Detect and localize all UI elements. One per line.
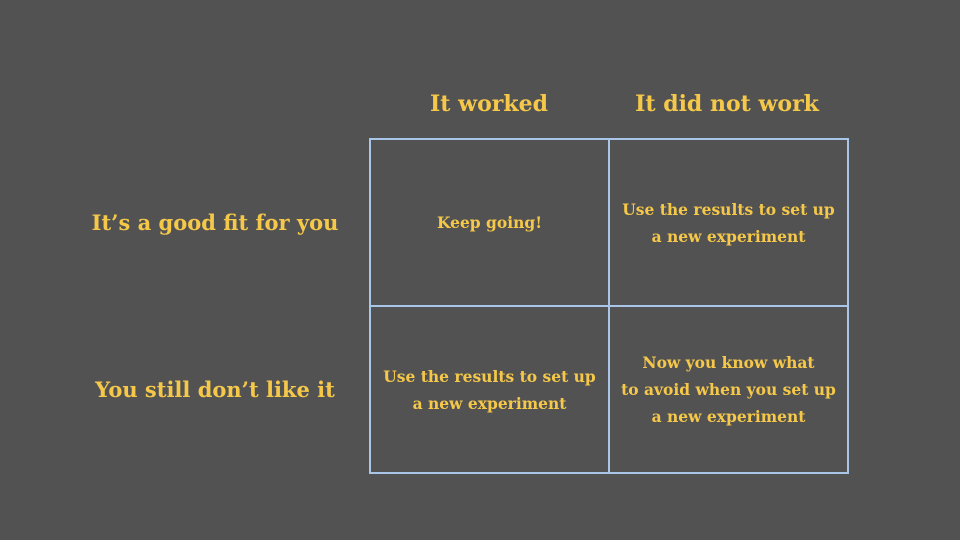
matrix-cell-dont-like-not-worked: Now you know what to avoid when you set … — [608, 305, 849, 474]
column-header-it-did-not-work: It did not work — [635, 91, 819, 117]
matrix-cell-dont-like-worked: Use the results to set up a new experime… — [369, 305, 610, 474]
matrix-cell-good-fit-worked: Keep going! — [369, 138, 610, 307]
cell-text: Keep going! — [436, 213, 543, 232]
row-header-dont-like: You still don’t like it — [95, 377, 335, 402]
column-header-it-worked: It worked — [430, 91, 548, 117]
cell-text: Use the results to set up a new experime… — [622, 199, 835, 246]
row-header-good-fit: It’s a good fit for you — [91, 210, 339, 235]
cell-text: Now you know what to avoid when you set … — [621, 353, 836, 426]
matrix-cell-good-fit-not-worked: Use the results to set up a new experime… — [608, 138, 849, 307]
cell-text: Use the results to set up a new experime… — [383, 366, 596, 413]
